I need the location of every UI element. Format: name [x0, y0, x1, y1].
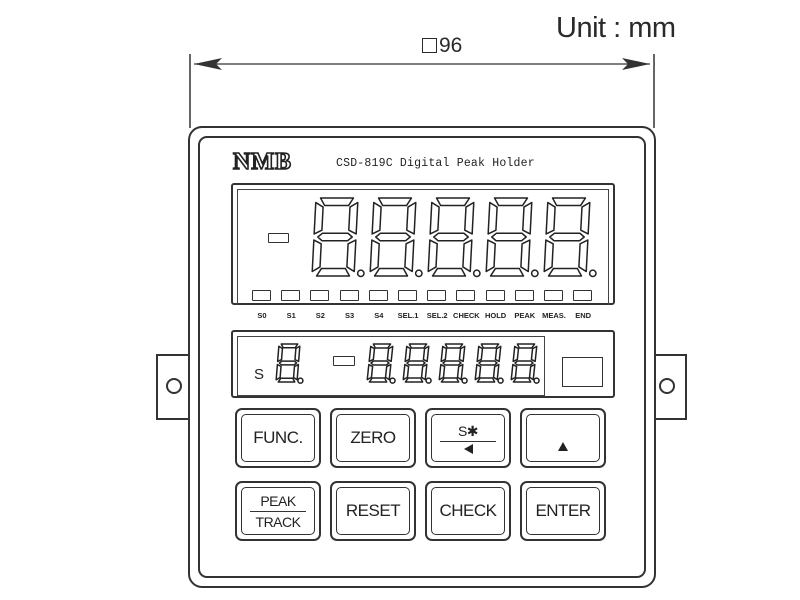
check-button[interactable]: CHECK [425, 481, 511, 541]
model-label: CSD-819C Digital Peak Holder [336, 157, 535, 170]
indicator-lamp [514, 290, 534, 301]
zero-button-label: ZERO [350, 428, 396, 447]
indicator-lamp [573, 290, 593, 301]
main-digit [485, 197, 539, 278]
left-arrow-icon [463, 443, 473, 454]
main-display-bezel [237, 189, 609, 305]
indicator-row [252, 290, 593, 304]
unit-label: Unit : mm [556, 12, 676, 44]
indicator-lamp [281, 290, 301, 301]
shift-button-label: S✱ [457, 422, 479, 439]
main-display-window [231, 183, 615, 305]
main-digit [311, 197, 365, 278]
enter-button-label: ENTER [535, 501, 591, 520]
sub-channel-digit [275, 343, 304, 384]
indicator-lamp [427, 290, 447, 301]
sub-digit [510, 343, 540, 384]
dimension-value: 96 [439, 34, 463, 57]
main-digit [543, 197, 597, 278]
dimension-label: 96 [422, 34, 462, 58]
indicator-label: S3 [345, 311, 355, 320]
indicator-label: SEL.2 [426, 311, 448, 320]
indicator-label: CHECK [453, 311, 480, 320]
func-button-label: FUNC. [253, 428, 303, 447]
indicator-label: S4 [374, 311, 384, 320]
sub-display-prefix: S [254, 366, 265, 383]
mounting-ear-left [156, 354, 192, 420]
indicator-lamp [398, 290, 417, 301]
indicator-lamp [310, 290, 330, 301]
square-symbol-icon [422, 38, 437, 53]
reset-button[interactable]: RESET [330, 481, 416, 541]
mounting-ear-right [651, 354, 687, 420]
indicator-label: S0 [257, 311, 267, 320]
sub-digit [438, 343, 468, 384]
indicator-lamp [368, 290, 388, 301]
sub-digit [402, 343, 432, 384]
sub-digit [474, 343, 504, 384]
indicator-label: MEAS. [542, 311, 566, 320]
sub-digit [366, 343, 396, 384]
sub-display-window [231, 330, 615, 398]
indicator-lamp [456, 290, 476, 301]
up-button[interactable] [520, 408, 606, 468]
indicator-lamp [339, 290, 359, 301]
check-button-label: CHECK [439, 501, 497, 520]
zero-button[interactable]: ZERO [330, 408, 416, 468]
main-digit [427, 197, 481, 278]
status-lamp [562, 357, 603, 387]
sub-display-bezel [237, 336, 545, 396]
reset-button-label: RESET [345, 501, 401, 520]
indicator-lamp [252, 290, 271, 301]
button-divider [440, 440, 496, 442]
indicator-lamp [485, 290, 505, 301]
indicator-label: END [575, 311, 592, 320]
button-divider [250, 510, 306, 512]
indicator-label: SEL.1 [397, 311, 419, 320]
indicator-lamp [544, 290, 563, 301]
peak-label: PEAK [260, 492, 296, 509]
up-arrow-icon [558, 441, 568, 451]
brand-logo: NMB [232, 149, 292, 175]
shift-left-button[interactable]: S✱ [425, 408, 511, 468]
main-digit [369, 197, 423, 278]
indicator-label: HOLD [484, 311, 507, 320]
func-button[interactable]: FUNC. [235, 408, 321, 468]
main-minus-segment [268, 233, 289, 243]
peak-track-button[interactable]: PEAK TRACK [235, 481, 321, 541]
sub-minus-segment [333, 356, 355, 366]
indicator-label: S1 [286, 311, 296, 320]
indicator-label: S2 [315, 311, 325, 320]
mounting-hole-icon [166, 378, 182, 394]
track-label: TRACK [255, 513, 301, 530]
panel-face [198, 136, 646, 578]
mounting-hole-icon [659, 378, 675, 394]
enter-button[interactable]: ENTER [520, 481, 606, 541]
indicator-label: PEAK [514, 311, 536, 320]
